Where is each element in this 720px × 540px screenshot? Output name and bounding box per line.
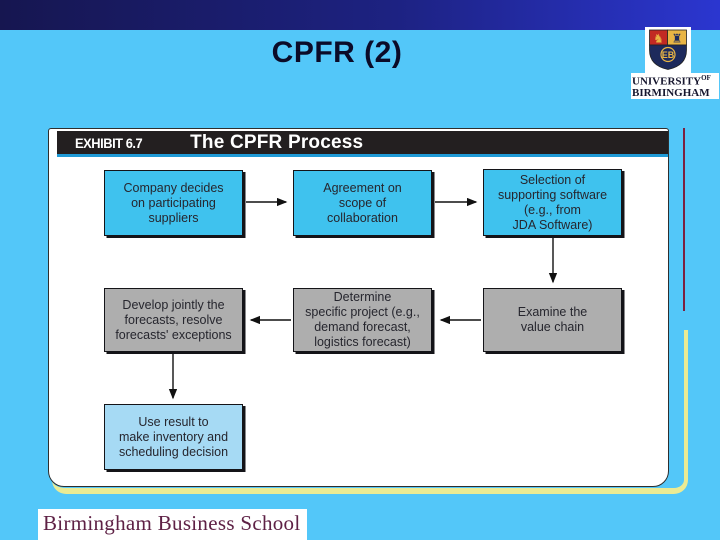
of-word: OF	[701, 74, 711, 82]
university-crest-icon: ♞ ♜ EB	[645, 27, 691, 73]
flow-box-company-decides: Company decides on participating supplie…	[104, 170, 243, 236]
flow-box-software-selection: Selection of supporting software (e.g., …	[483, 169, 622, 236]
exhibit-header: EXHIBIT 6.7 The CPFR Process	[57, 131, 668, 154]
exhibit-header-rule	[57, 154, 668, 157]
top-gradient-bar	[0, 0, 720, 30]
shield-icon: ♞ ♜ EB	[649, 29, 687, 70]
exhibit-label: EXHIBIT 6.7	[75, 134, 143, 151]
flow-box-examine-value-chain: Examine the value chain	[483, 288, 622, 352]
crest-monogram: EB	[662, 50, 675, 60]
university-wordmark-line1: UNIVERSITYOF	[631, 73, 719, 88]
yellow-accent-frame	[52, 330, 688, 494]
lion-glyph: ♞	[653, 32, 664, 46]
flow-box-develop-forecasts: Develop jointly the forecasts, resolve f…	[104, 288, 243, 352]
footer-strip: Birmingham Business School	[38, 509, 308, 540]
flow-box-determine-project: Determine specific project (e.g., demand…	[293, 288, 432, 352]
flow-box-agreement-scope: Agreement on scope of collaboration	[293, 170, 432, 236]
birmingham-word: BIRMINGHAM	[632, 86, 710, 99]
university-wordmark: UNIVERSITYOF BIRMINGHAM	[631, 73, 719, 99]
maroon-accent-line	[683, 128, 685, 311]
university-wordmark-line2: BIRMINGHAM	[631, 86, 719, 99]
eagle-glyph: ♜	[672, 32, 683, 46]
exhibit-title: The CPFR Process	[190, 131, 364, 153]
page-title: CPFR (2)	[271, 36, 403, 69]
university-word: UNIVERSITY	[632, 75, 702, 88]
business-school-name: Birmingham Business School	[43, 511, 301, 535]
flow-box-use-result: Use result to make inventory and schedul…	[104, 404, 243, 470]
